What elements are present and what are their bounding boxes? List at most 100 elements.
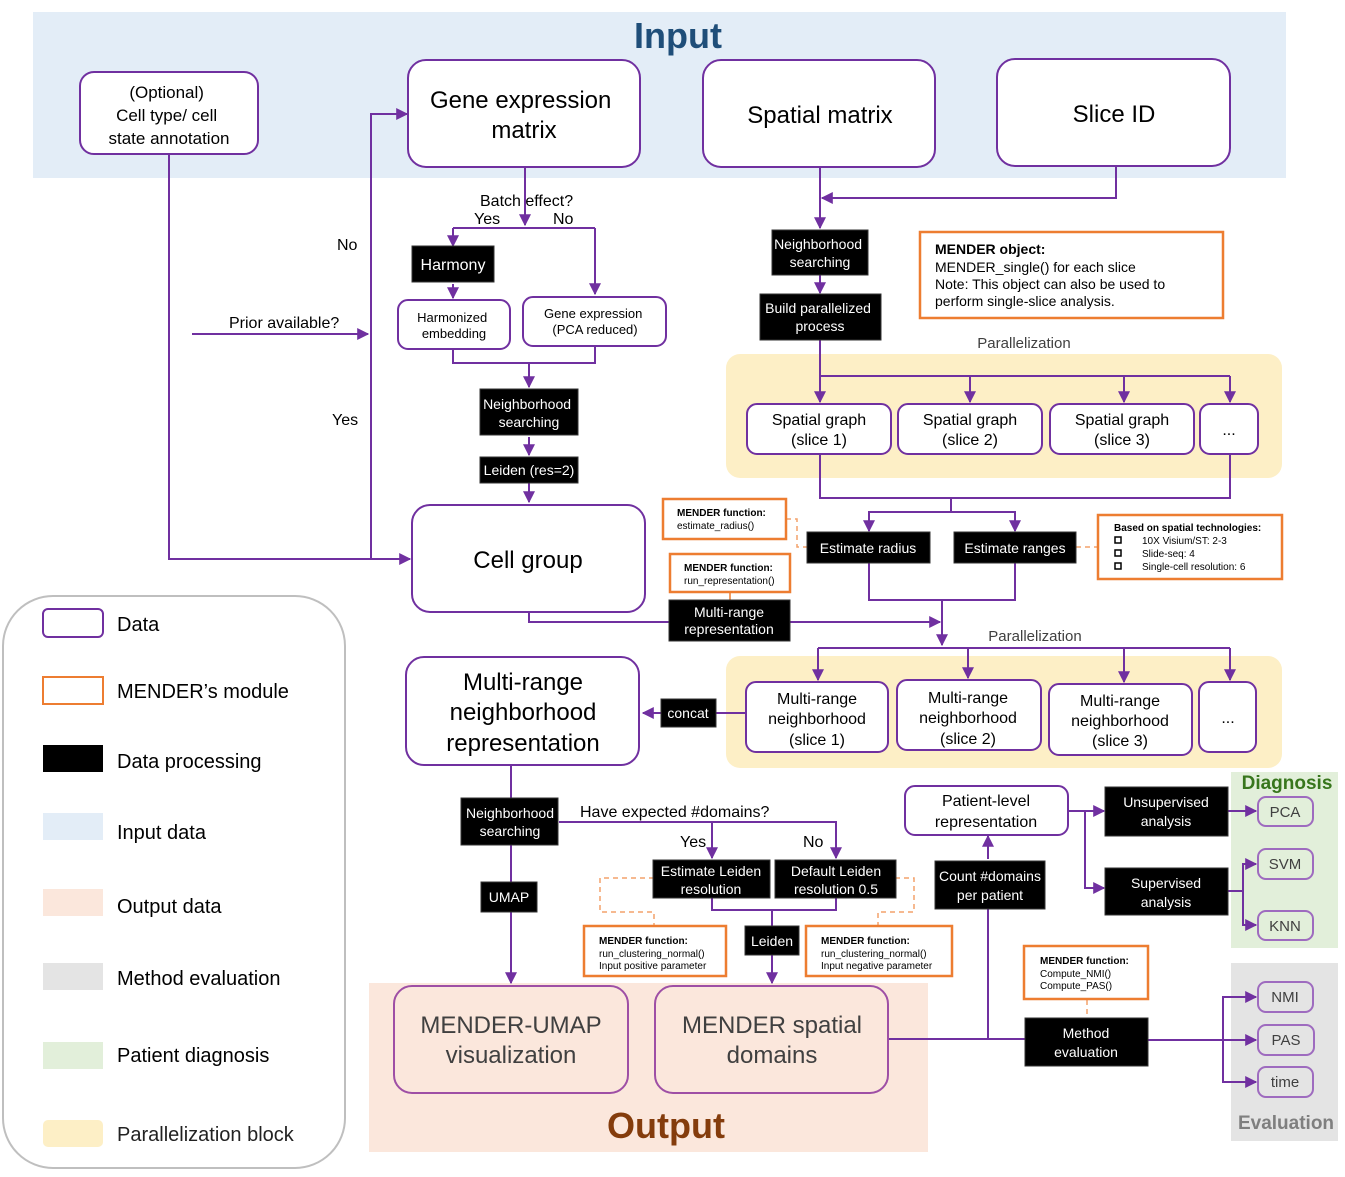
node-svm[interactable]: SVM: [1257, 848, 1314, 880]
node-spatial-matrix[interactable]: Spatial matrix: [702, 59, 936, 168]
mr1-line-2: neighborhood: [768, 711, 866, 728]
node-spatial-graph-3[interactable]: Spatial graph(slice 3): [1049, 403, 1195, 455]
nbhd-2-line-1: Neighborhood: [774, 236, 862, 252]
mr3-line-3: (slice 3): [1092, 733, 1148, 750]
run-representation-fn-line: run_representation(): [684, 576, 775, 587]
proc-build-parallelized[interactable]: Build parallelized process: [759, 293, 882, 341]
estimate-radius-label: Estimate radius: [820, 540, 916, 556]
mr1-line-3: (slice 1): [789, 732, 845, 749]
legend-label-input: Input data: [117, 822, 207, 844]
spatial-tech-item-1: 10X Visium/ST: 2-3: [1142, 536, 1227, 547]
node-pas[interactable]: PAS: [1257, 1024, 1315, 1056]
annotation-line-3: state annotation: [109, 129, 230, 148]
node-nmi[interactable]: NMI: [1257, 981, 1314, 1013]
node-spatial-graph-more[interactable]: ...: [1199, 403, 1259, 455]
legend: Data MENDER’s module Data processing Inp…: [2, 595, 346, 1169]
legend-item-processing: Data processing: [43, 745, 262, 773]
edge-eval-to-time: [1222, 1040, 1258, 1088]
proc-concat[interactable]: concat: [660, 698, 717, 728]
svg-text:Spatial graph(slice 3): Spatial graph(slice 3): [1075, 412, 1169, 449]
prior-available-label: Prior available?: [229, 315, 339, 332]
svg-text:Gene expression (PCA red: Gene expression (PCA reduced): [544, 306, 646, 337]
dash-estimate-radius: [786, 518, 807, 548]
mr3-line-1: Multi-range: [1080, 693, 1160, 710]
estimate-leiden-line-2: resolution: [681, 881, 742, 897]
patient-level-line-2: representation: [935, 814, 1037, 831]
batch-no-label: No: [553, 211, 574, 228]
sg3-line-1: Spatial graph: [1075, 412, 1169, 429]
count-domains-line-1: Count #domains: [939, 868, 1041, 884]
node-pca[interactable]: PCA: [1257, 796, 1314, 827]
proc-neighborhood-searching-2[interactable]: Neighborhood searching: [771, 229, 869, 276]
leiden-label: Leiden: [751, 933, 793, 949]
svg-text:MENDER function:run_clustering: MENDER function:run_clustering_normal()I…: [599, 936, 707, 972]
gene-expression-line-2: matrix: [491, 117, 556, 144]
node-spatial-graph-1[interactable]: Spatial graph(slice 1): [746, 403, 892, 455]
legend-item-parallel: Parallelization block: [43, 1120, 295, 1147]
proc-estimate-radius[interactable]: Estimate radius: [806, 531, 931, 564]
svg-text:Spatial graph(slice 1): Spatial graph(slice 1): [772, 412, 866, 449]
slice-id-label: Slice ID: [1073, 101, 1156, 128]
legend-item-output: Output data: [43, 889, 222, 918]
node-multi-range-slice-more[interactable]: ...: [1198, 681, 1257, 753]
proc-estimate-ranges[interactable]: Estimate ranges: [953, 531, 1077, 564]
node-harmonized-embedding[interactable]: Harmonized embedding: [397, 299, 511, 350]
proc-umap[interactable]: UMAP: [480, 881, 538, 913]
prior-no-label: No: [337, 237, 358, 254]
node-time[interactable]: time: [1257, 1066, 1314, 1098]
concat-label: concat: [667, 705, 708, 721]
mender-object-line-2: Note: This object can also be used to: [935, 276, 1165, 292]
expected-domains-label: Have expected #domains?: [580, 804, 770, 821]
spatial-tech-item-3: Single-cell resolution: 6: [1142, 562, 1246, 573]
node-knn[interactable]: KNN: [1257, 910, 1314, 941]
knn-label: KNN: [1269, 918, 1301, 935]
sg1-line-2: (slice 1): [791, 432, 847, 449]
edge-merge-embeddings: [452, 347, 596, 364]
svm-label: SVM: [1269, 856, 1302, 873]
node-slice-id[interactable]: Slice ID: [996, 58, 1231, 167]
proc-leiden[interactable]: Leiden: [744, 925, 800, 956]
module-spatial-technologies: Based on spatial technologies: 10X Visiu…: [1096, 513, 1284, 581]
node-cell-group[interactable]: Cell group: [411, 504, 646, 613]
node-multi-range-slice-3[interactable]: Multi-range neighborhood (slice 3): [1048, 683, 1193, 756]
svg-text:MENDER function:run_clustering: MENDER function:run_clustering_normal()I…: [821, 936, 933, 972]
proc-harmony[interactable]: Harmony: [411, 245, 495, 283]
mender-object-line-3: perform single-slice analysis.: [935, 293, 1115, 309]
module-clustering-negative: MENDER function:run_clustering_normal()I…: [804, 924, 954, 978]
proc-neighborhood-searching-1[interactable]: Neighborhood searching: [479, 388, 579, 436]
mrnr-line-2: neighborhood: [450, 699, 597, 726]
svg-text:Gene expression matrix: Gene expression matrix: [430, 87, 618, 144]
node-gene-expression-matrix[interactable]: Gene expression matrix: [407, 59, 641, 168]
dash-clustering-neg: [877, 877, 915, 926]
node-spatial-graph-2[interactable]: Spatial graph(slice 2): [897, 403, 1043, 455]
edge-sup-to-knn: [1242, 891, 1258, 931]
harmonized-line-2: embedding: [422, 326, 486, 341]
mr2-line-3: (slice 2): [940, 731, 996, 748]
mr3-line-2: neighborhood: [1071, 713, 1169, 730]
nmi-label: NMI: [1271, 989, 1299, 1006]
legend-swatch-data: [42, 608, 104, 638]
proc-leiden-res2[interactable]: Leiden (res=2): [479, 456, 579, 484]
node-gene-expression-pca[interactable]: Gene expression (PCA reduced): [522, 296, 667, 347]
module-estimate-radius-fn: MENDER function:estimate_radius(): [661, 497, 788, 541]
node-cell-annotation[interactable]: (Optional) Cell type/ cell state annotat…: [79, 71, 259, 155]
